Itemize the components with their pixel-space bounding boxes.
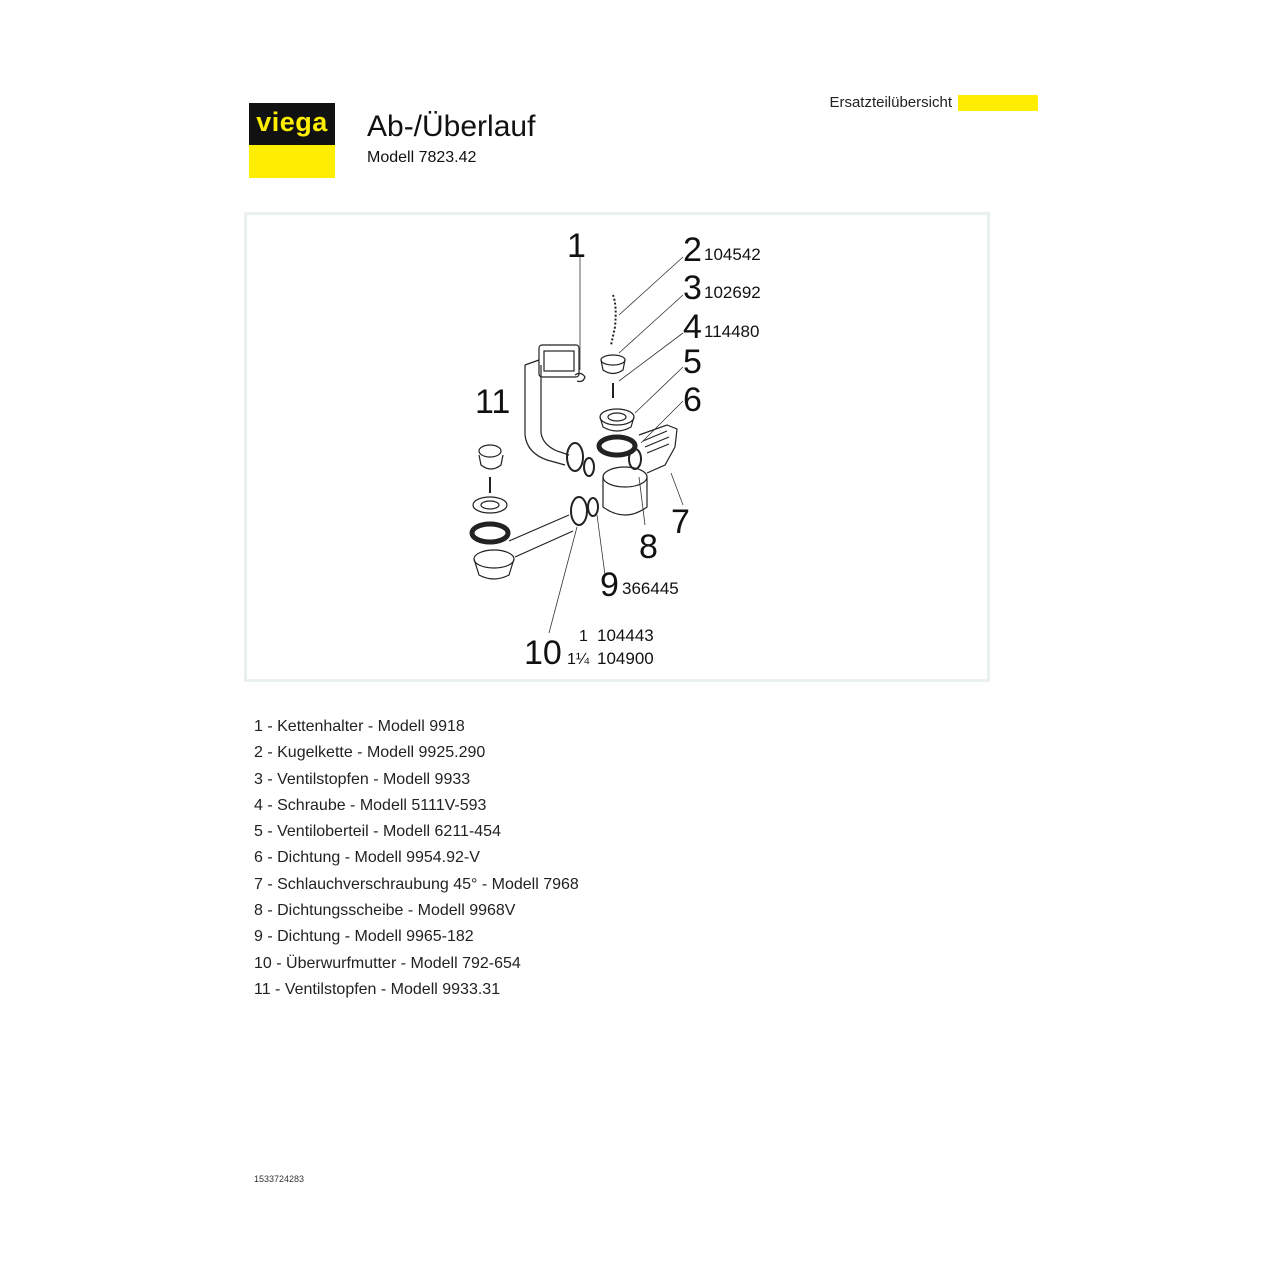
parts-list: 1 - Kettenhalter - Modell 9918 2 - Kugel… (254, 714, 579, 1003)
overflow-pipe (524, 365, 566, 466)
list-item: 11 - Ventilstopfen - Modell 9933.31 (254, 980, 501, 998)
document-type-tag: Ersatzteilübersicht (800, 93, 1040, 113)
callout-9-code: 366445 (622, 579, 679, 598)
ball-chain (610, 294, 617, 346)
list-item: 6 - Dichtung - Modell 9954.92-V (254, 849, 480, 867)
list-item: 4 - Schraube - Modell 5111V-593 (254, 796, 487, 814)
callout-5-number: 5 (683, 343, 702, 381)
callout-10-code-2: 104900 (597, 649, 654, 668)
gasket-9 (587, 497, 599, 517)
list-item: 3 - Ventilstopfen - Modell 9933 (254, 770, 471, 788)
accent-bar (958, 95, 1038, 111)
callout-1-number: 1 (567, 227, 586, 265)
callout-10-number: 10 (524, 634, 562, 672)
callout-6-number: 6 (683, 381, 702, 419)
callout-2-code: 104542 (704, 245, 761, 264)
callout-3-number: 3 (683, 269, 702, 307)
callout-8-number: 8 (639, 528, 658, 566)
callout-10-size-2: 1¼ (567, 651, 590, 668)
callout-labels: 1 2 104542 3 102692 4 114480 5 6 7 8 9 3… (475, 227, 761, 672)
hose-fitting-7 (638, 424, 678, 474)
document-number: 1533724283 (254, 1174, 305, 1184)
list-item: 7 - Schlauchverschraubung 45° - Modell 7… (254, 875, 579, 893)
callout-10-code-1: 104443 (597, 626, 654, 645)
drawing-parts (469, 294, 678, 580)
callout-7-number: 7 (671, 503, 690, 541)
list-item: 1 - Kettenhalter - Modell 9918 (254, 718, 465, 735)
list-item: 2 - Kugelkette - Modell 9925.290 (254, 744, 486, 762)
callout-9-number: 9 (600, 566, 619, 604)
leader-lines (548, 255, 684, 634)
valve-stopper-3 (600, 354, 626, 366)
overflow-head (538, 344, 580, 378)
list-item: 8 - Dichtungsscheibe - Modell 9968V (254, 902, 516, 920)
drain-pipe (508, 514, 574, 558)
union-nut-10 (570, 496, 588, 526)
callout-2-number: 2 (683, 231, 702, 269)
exploded-view-diagram: 1 2 104542 3 102692 4 114480 5 6 7 8 9 3… (244, 212, 990, 682)
viega-logo: viega (249, 103, 335, 178)
valve-top-5 (599, 408, 635, 426)
page-subtitle: Modell 7823.42 (367, 149, 477, 166)
chain-holder (574, 372, 586, 383)
page-title: Ab-/Überlauf (367, 110, 536, 143)
callout-4-code: 114480 (704, 322, 759, 341)
list-item: 9 - Dichtung - Modell 9965-182 (254, 928, 474, 946)
callout-3-code: 102692 (704, 283, 761, 302)
valve-stopper-11 (478, 444, 502, 458)
callout-11-number: 11 (475, 383, 510, 421)
document-type-label: Ersatzteilübersicht (829, 94, 952, 111)
callout-4-number: 4 (683, 308, 702, 346)
list-item: 10 - Überwurfmutter - Modell 792-654 (254, 954, 521, 972)
callout-10-size-1: 1 (579, 628, 588, 645)
logo-wordmark: viega (256, 107, 328, 137)
gasket-6 (596, 434, 638, 458)
union-nut-upper (566, 442, 584, 472)
list-item: 5 - Ventiloberteil - Modell 6211-454 (254, 823, 501, 841)
drain-body (602, 466, 648, 488)
diagram-svg: 1 2 104542 3 102692 4 114480 5 6 7 8 9 3… (469, 227, 761, 672)
seal-washer-8 (628, 448, 642, 470)
